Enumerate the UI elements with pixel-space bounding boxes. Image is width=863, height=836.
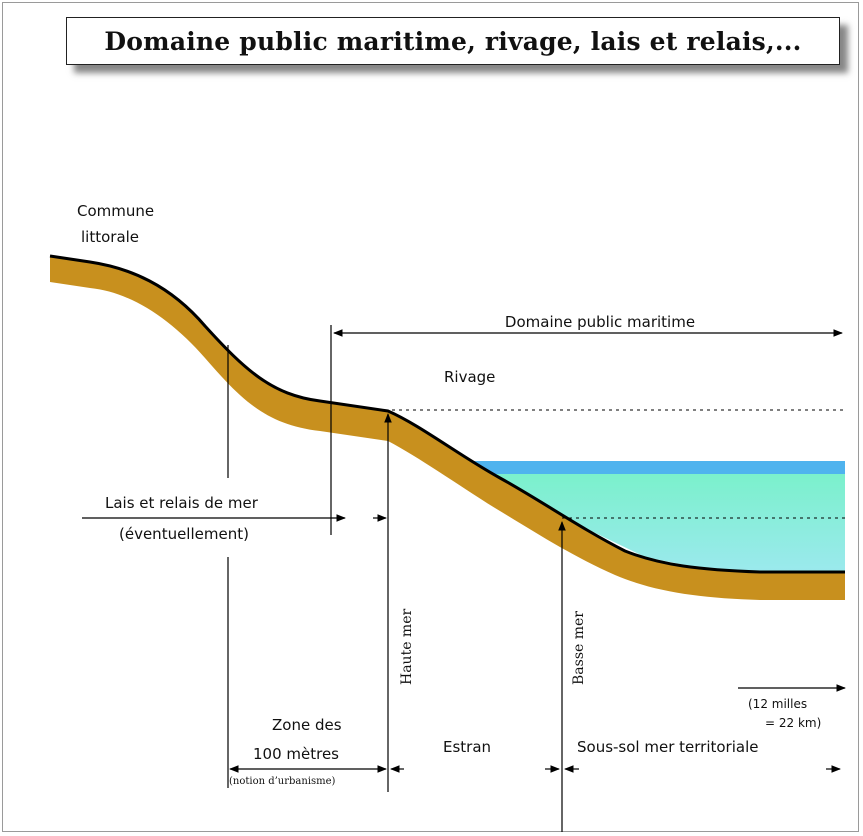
zone-label-line1: Zone des [272, 716, 342, 734]
milles-label-line1: (12 milles [748, 697, 807, 711]
lais-label-line1: Lais et relais de mer [105, 494, 259, 512]
ground-outline [49, 254, 845, 574]
domaine-public-label: Domaine public maritime [505, 313, 695, 331]
diagram-title: Domaine public maritime, rivage, lais et… [66, 17, 840, 65]
ground-layer [50, 256, 845, 600]
sea-surface-band [470, 461, 845, 474]
lais-label-line2: (éventuellement) [119, 525, 249, 543]
sous-sol-label: Sous-sol mer territoriale [577, 738, 758, 756]
commune-label-line2: littorale [81, 228, 139, 246]
basse-mer-label: Basse mer [571, 611, 587, 685]
commune-label-line1: Commune [77, 202, 154, 220]
estran-label: Estran [443, 738, 491, 756]
zone-label-line3: (notion d’urbanisme) [229, 776, 336, 787]
title-text: Domaine public maritime, rivage, lais et… [104, 26, 802, 56]
haute-mer-label: Haute mer [399, 609, 415, 685]
sea-water [470, 466, 845, 574]
rivage-label: Rivage [444, 368, 495, 386]
milles-label-line2: = 22 km) [765, 716, 821, 730]
zone-label-line2: 100 mètres [253, 745, 339, 763]
